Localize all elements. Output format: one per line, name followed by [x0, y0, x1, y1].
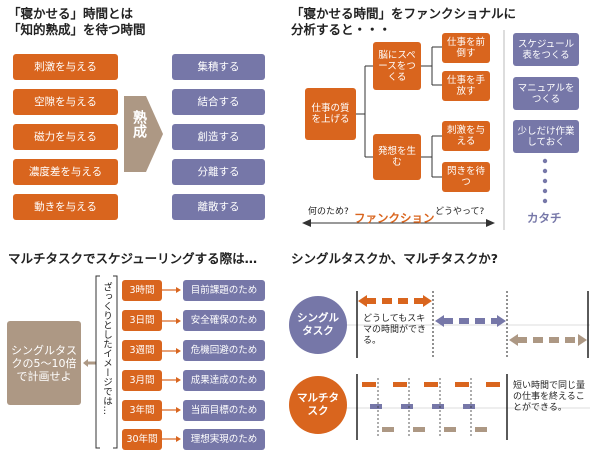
- q1-left-item: 刺激を与える: [13, 54, 118, 80]
- q3-span-box: 30年間: [122, 429, 162, 450]
- q4-single-tan-arrow: [509, 334, 587, 346]
- q3-goal-box: 当面目標のため: [183, 400, 265, 421]
- q1-left-item: 磁力を与える: [13, 124, 118, 150]
- q2-leaf-node: 仕事を手放す: [442, 71, 490, 101]
- q2-how-label: どうやって?: [435, 207, 485, 217]
- q1-title-line1: 「寝かせる」時間とは: [8, 6, 134, 21]
- q3-title: マルチタスクでスケジューリングする際は…: [8, 251, 258, 266]
- q1-right-item: 離散する: [172, 194, 265, 220]
- q3-span-box: 3年間: [122, 400, 162, 421]
- q3-goal-box: 安全確保のため: [183, 310, 265, 331]
- q2-leaf-node: 刺激を与える: [442, 121, 490, 151]
- q3-goal-box: 成果達成のため: [183, 370, 265, 391]
- q2-form-node: スケジュール表をつくる: [513, 33, 579, 66]
- q3-span-box: 3日間: [122, 310, 162, 331]
- q2-form-node: 少しだけ作業しておく: [513, 120, 579, 153]
- q2-why-label: 何のため?: [308, 207, 349, 217]
- q3-vertical-note: ざっくりとしたイメージでは…: [101, 282, 112, 415]
- q2-form-dots: [542, 158, 548, 204]
- q4-multi-orange-arrows: [362, 382, 500, 387]
- q2-title-line1: 「寝かせる時間」をファンクショナルに: [291, 6, 517, 21]
- q1-left-item: 濃度差を与える: [13, 159, 118, 185]
- q2-mid-node-top: 脳にスペースをつくる: [373, 42, 421, 90]
- q3-left-box: シングルタスクの5〜10倍で計画せよ: [7, 321, 81, 405]
- q4-single-blue-arrow: [435, 315, 506, 327]
- q3-goal-box: 理想実現のため: [183, 429, 265, 450]
- q2-root-node: 仕事の質を上げる: [305, 88, 356, 140]
- q1-right-item: 結合する: [172, 89, 265, 115]
- q2-form-label: カタチ: [527, 211, 562, 225]
- q4-multi-note: 短い時間で同じ量の仕事を終えることができる。: [513, 381, 586, 413]
- q1-center-label: 熟成: [131, 110, 147, 138]
- q3-span-box: 3時間: [122, 280, 162, 301]
- q3-goal-box: 目前課題のため: [183, 280, 265, 301]
- q2-mid-node-bottom: 発想を生む: [373, 134, 421, 180]
- q1-title-line2: 「知的熟成」を待つ時間: [8, 22, 146, 37]
- q4-multi-guides: [377, 378, 472, 436]
- q1-left-item: 空隙を与える: [13, 89, 118, 115]
- q3-span-box: 3週間: [122, 340, 162, 361]
- q2-title-line2: 分析すると・・・: [291, 22, 392, 37]
- q2-function-label: ファンクション: [354, 211, 435, 225]
- q4-single-note: どうしてもスキマの時間ができる。: [363, 314, 427, 346]
- q2-form-node: マニュアルをつくる: [513, 77, 579, 110]
- q4-title: シングルタスクか、マルチタスクか?: [291, 251, 499, 266]
- q3-goal-box: 危機回避のため: [183, 340, 265, 361]
- q4-multi-tan-arrows: [382, 427, 487, 432]
- q2-leaf-node: 閃きを待つ: [442, 162, 490, 192]
- q3-span-box: 3月間: [122, 370, 162, 391]
- q2-leaf-node: 仕事を前倒す: [442, 33, 490, 63]
- q1-right-item: 集積する: [172, 54, 265, 80]
- q1-right-item: 創造する: [172, 124, 265, 150]
- q4-single-orange-arrow: [358, 295, 432, 307]
- q4-multi-blue-arrows: [370, 404, 475, 409]
- q1-right-item: 分離する: [172, 159, 265, 185]
- q4-single-circle: シングルタスク: [289, 296, 347, 354]
- q1-left-item: 動きを与える: [13, 194, 118, 220]
- q4-multi-circle: マルチタスク: [289, 376, 347, 434]
